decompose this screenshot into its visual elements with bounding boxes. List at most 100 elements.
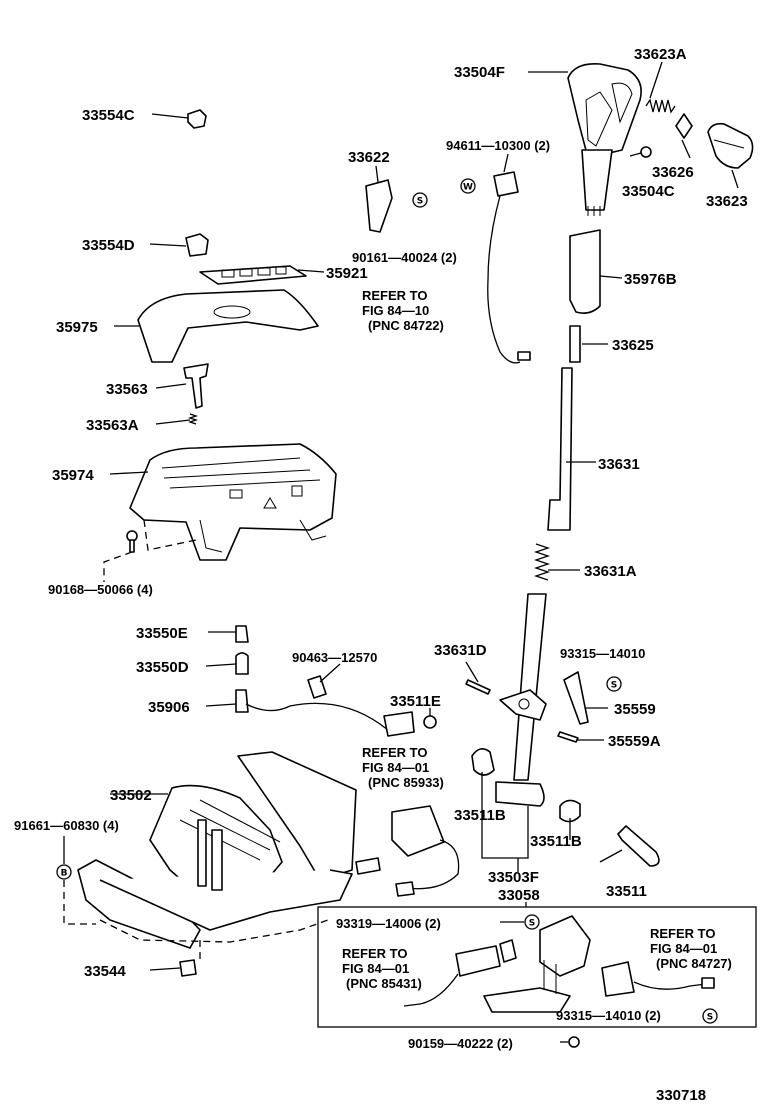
label-33625: 33625 <box>612 337 654 354</box>
label-33511b-1: 33511B <box>454 807 506 824</box>
bracket-35559 <box>563 671 589 725</box>
svg-text:S: S <box>417 197 423 207</box>
label-35976b: 35976B <box>624 271 677 288</box>
sw-symbol-w: W <box>460 178 476 194</box>
refer-to-84727-line1: REFER TO <box>650 926 716 941</box>
bulb-33550d <box>235 652 249 675</box>
svg-text:S: S <box>611 681 617 691</box>
label-35906: 35906 <box>148 699 190 716</box>
refer-to-84-10-line2: FIG 84—10 <box>362 303 429 318</box>
label-33511: 33511 <box>606 883 647 900</box>
boot-35976b <box>569 229 601 314</box>
refer-to-85933-line2: FIG 84—01 <box>362 760 429 775</box>
label-33631a: 33631A <box>584 563 637 580</box>
pin-33631d <box>465 679 491 695</box>
indicator-plate-35921 <box>199 265 307 285</box>
leader-lines <box>63 61 739 1043</box>
clip-33626 <box>675 113 693 139</box>
control-unit-85933 <box>355 805 460 897</box>
sw-symbol-s4: S <box>702 1008 718 1024</box>
label-33504c: 33504C <box>622 183 675 200</box>
label-33554c: 33554C <box>82 107 135 124</box>
label-90159-40222: 90159—40222 (2) <box>408 1036 513 1051</box>
bolt-90168 <box>126 530 138 553</box>
label-94611-10300: 94611—10300 (2) <box>446 138 550 153</box>
collar-33625 <box>569 325 581 363</box>
label-35559: 35559 <box>614 701 656 718</box>
spring-33623a <box>645 98 676 114</box>
pin-35559a <box>557 731 579 743</box>
refer-to-84-10-line1: REFER TO <box>362 288 428 303</box>
sw-symbol-s1: S <box>412 192 428 208</box>
label-33631d: 33631D <box>434 642 487 659</box>
label-33544: 33544 <box>84 963 126 980</box>
lever-33503f <box>495 593 547 807</box>
label-35975: 35975 <box>56 319 98 336</box>
refer-to-85431-line2: FIG 84—01 <box>342 961 409 976</box>
svg-text:B: B <box>61 869 68 879</box>
label-35921: 35921 <box>326 265 368 282</box>
pin-33563 <box>183 363 209 409</box>
subassembly-parts <box>403 915 715 1013</box>
refer-to-85933-line3: (PNC 85933) <box>368 775 444 790</box>
label-90463-12570: 90463—12570 <box>292 650 377 665</box>
screw-90159 <box>568 1036 580 1048</box>
spring-33631a <box>533 543 551 581</box>
label-33623a: 33623A <box>634 46 687 63</box>
label-90168-50066: 90168—50066 (4) <box>48 582 153 597</box>
label-93315-14010-a: 93315—14010 <box>560 646 645 661</box>
label-91661-60830: 91661—60830 (4) <box>14 818 119 833</box>
label-33504f: 33504F <box>454 64 505 81</box>
label-35559a: 35559A <box>608 733 661 750</box>
label-33554d: 33554D <box>82 237 135 254</box>
label-33626: 33626 <box>652 164 694 181</box>
pin-33511 <box>617 825 660 867</box>
label-33631: 33631 <box>598 456 640 473</box>
screw-33504c <box>629 146 652 158</box>
clip-33554d <box>185 233 209 257</box>
switch-with-wire <box>487 171 531 364</box>
label-33550e: 33550E <box>136 625 188 642</box>
nut-33511e <box>423 715 437 729</box>
bushing-33511b-a <box>471 748 495 776</box>
label-33058: 33058 <box>498 887 540 904</box>
spring-33563a <box>187 413 199 425</box>
clip-33554c <box>187 109 207 129</box>
button-33623 <box>707 122 754 169</box>
label-33511b-2: 33511B <box>530 833 582 850</box>
label-33511e: 33511E <box>390 693 441 710</box>
label-93315-14010-b: 93315—14010 (2) <box>556 1008 661 1023</box>
refer-to-85933-line1: REFER TO <box>362 745 428 760</box>
bulb-33550e <box>235 625 249 643</box>
cover-35975 <box>137 289 319 363</box>
label-35974: 35974 <box>52 467 94 484</box>
cap-33544 <box>179 959 197 977</box>
base-33502 <box>77 751 357 949</box>
sw-symbol-s3: S <box>524 914 540 930</box>
refer-to-84727-line3: (PNC 84727) <box>656 956 732 971</box>
svg-text:W: W <box>463 183 473 193</box>
refer-to-84-10-line3: (PNC 84722) <box>368 318 444 333</box>
label-33502: 33502 <box>110 787 152 804</box>
label-33550d: 33550D <box>136 659 189 676</box>
label-33623: 33623 <box>706 193 748 210</box>
subassembly-box-33058 <box>317 906 757 1028</box>
sw-symbol-b: B <box>56 864 72 880</box>
label-93319-14006: 93319—14006 (2) <box>336 916 441 931</box>
bushing-33511b-b <box>559 799 581 823</box>
rod-33631 <box>547 367 573 531</box>
svg-text:S: S <box>529 919 535 929</box>
refer-to-85431-line1: REFER TO <box>342 946 408 961</box>
shift-knob-drawing <box>567 62 642 216</box>
refer-to-84727-line2: FIG 84—01 <box>650 941 717 956</box>
sw-symbol-s2: S <box>606 676 622 692</box>
svg-text:S: S <box>707 1013 713 1023</box>
label-33503f: 33503F <box>488 869 539 886</box>
label-33563a: 33563A <box>86 417 139 434</box>
diagram-number: 330718 <box>656 1087 706 1104</box>
refer-to-85431-line3: (PNC 85431) <box>346 976 422 991</box>
housing-35974 <box>129 443 337 561</box>
label-33563: 33563 <box>106 381 148 398</box>
label-90161-40024: 90161—40024 (2) <box>352 250 457 265</box>
